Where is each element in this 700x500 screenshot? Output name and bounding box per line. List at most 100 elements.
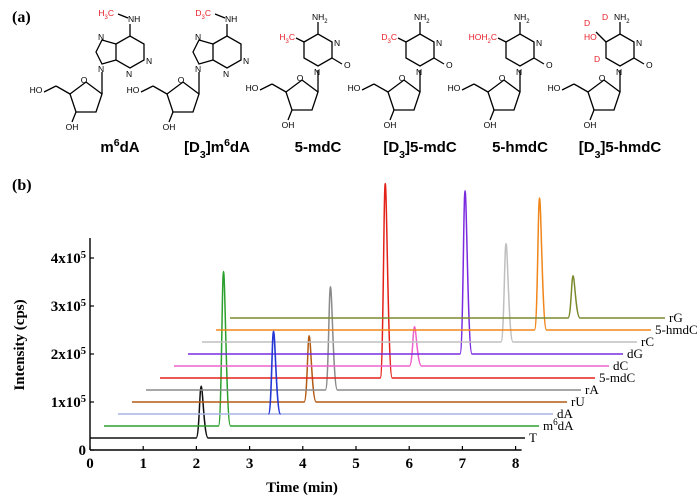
- methyl-label: H3C: [279, 32, 295, 45]
- atom-ho: HO: [30, 85, 43, 95]
- atom-o: O: [344, 60, 351, 70]
- atom-oh: OH: [282, 120, 295, 130]
- series-label-rA: rA: [585, 382, 599, 397]
- bond: [271, 83, 287, 93]
- trace-5-hmdC: [216, 197, 651, 331]
- series-label-dA: dA: [557, 406, 574, 421]
- series-label-dG: dG: [627, 346, 643, 361]
- series-label-rC: rC: [641, 334, 654, 349]
- series-label-5-hmdC: 5-hmdC: [655, 322, 698, 337]
- methyl-label: H3C: [98, 8, 114, 21]
- x-tick-label: 8: [512, 456, 520, 472]
- methyl-label: D3C: [381, 32, 397, 45]
- bond: [117, 13, 129, 19]
- trace-rU: [132, 335, 567, 403]
- purine-five-ring: [192, 39, 214, 65]
- atom-n: N: [436, 38, 442, 48]
- pyrimidine-ring: [505, 33, 535, 67]
- y-tick-label: 0: [79, 443, 87, 459]
- pyrimidine-ring: [605, 33, 635, 67]
- atom-ho: HO: [548, 83, 561, 93]
- bond: [214, 13, 226, 19]
- compound-name: 5-mdC: [295, 139, 342, 156]
- compound-name: [D3]5-mdC: [383, 139, 457, 161]
- pyrimidine-ring: [405, 33, 435, 67]
- series-label-rU: rU: [571, 394, 585, 409]
- purine-five-ring: [95, 39, 117, 65]
- x-tick-label: 4: [299, 456, 307, 472]
- bond: [373, 83, 389, 93]
- atom-o: O: [446, 60, 453, 70]
- y-tick-label: 3x105: [51, 298, 86, 316]
- atom-ho: HO: [246, 83, 259, 93]
- pyrimidine-ring: [303, 33, 333, 67]
- methyl-label: D3C: [195, 8, 211, 21]
- bond: [397, 37, 407, 43]
- atom-n: N: [516, 67, 522, 77]
- atom-d: D: [594, 54, 600, 64]
- bond: [595, 31, 607, 43]
- atom-o: O: [499, 73, 506, 83]
- atom-o: O: [399, 73, 406, 83]
- atom-n: N: [636, 38, 642, 48]
- purine-six-ring: [115, 35, 145, 69]
- y-axis-label: Intensity (cps): [12, 299, 28, 390]
- sugar-ring: [166, 81, 200, 113]
- bond: [433, 57, 445, 65]
- x-tick-label: 6: [405, 456, 413, 472]
- atom-o: O: [646, 60, 653, 70]
- atom-nh2: NH2: [514, 12, 530, 25]
- x-tick-label: 2: [193, 456, 201, 472]
- atom-nh2: NH2: [312, 12, 328, 25]
- panel-a-label: (a): [12, 9, 31, 26]
- series-label-T: T: [529, 430, 537, 445]
- sugar-ring: [285, 79, 319, 111]
- trace-m6dA: [104, 270, 539, 427]
- bond: [295, 37, 305, 43]
- y-tick-label: 1x105: [51, 394, 86, 412]
- compound-name: m6dA: [100, 137, 139, 156]
- trace-rC: [202, 242, 637, 343]
- bond: [361, 83, 375, 91]
- bond: [71, 111, 77, 123]
- series-label-dC: dC: [613, 358, 628, 373]
- atom-ho: HO: [448, 83, 461, 93]
- atom-n: N: [195, 32, 201, 42]
- trace-dG: [188, 190, 623, 355]
- bond: [152, 85, 168, 95]
- bond: [473, 83, 489, 93]
- atom-nh2: NH2: [414, 12, 430, 25]
- bond: [168, 111, 174, 123]
- atom-ho: HO: [127, 85, 140, 95]
- atom-n: N: [616, 67, 622, 77]
- atom-o: O: [178, 75, 185, 85]
- bond: [633, 57, 645, 65]
- atom-oh: OH: [66, 122, 79, 132]
- trace-dA-peak: [267, 330, 282, 415]
- x-axis-label: Time (min): [266, 480, 338, 496]
- atom-n: N: [243, 56, 249, 66]
- bond: [489, 109, 495, 121]
- sugar-ring: [487, 79, 521, 111]
- x-tick-label: 1: [139, 456, 147, 472]
- structures-row: NNNNNHH3COHOOHm6dANNNNNHD3COHOOH[D3]m6dA…: [30, 8, 662, 161]
- bond: [461, 83, 475, 91]
- bond: [287, 109, 293, 121]
- sugar-ring: [69, 81, 103, 113]
- series-label-rG: rG: [669, 310, 683, 325]
- compound-name: 5-hmdC: [492, 139, 548, 156]
- purine-six-ring: [212, 35, 242, 69]
- atom-ho: HO: [348, 83, 361, 93]
- atom-o: O: [546, 60, 553, 70]
- bond: [140, 85, 154, 93]
- atom-n: N: [98, 64, 104, 74]
- compound-name: [D3]m6dA: [184, 137, 250, 161]
- series-label-5-mdC: 5-mdC: [599, 370, 635, 385]
- atom-oh: OH: [484, 120, 497, 130]
